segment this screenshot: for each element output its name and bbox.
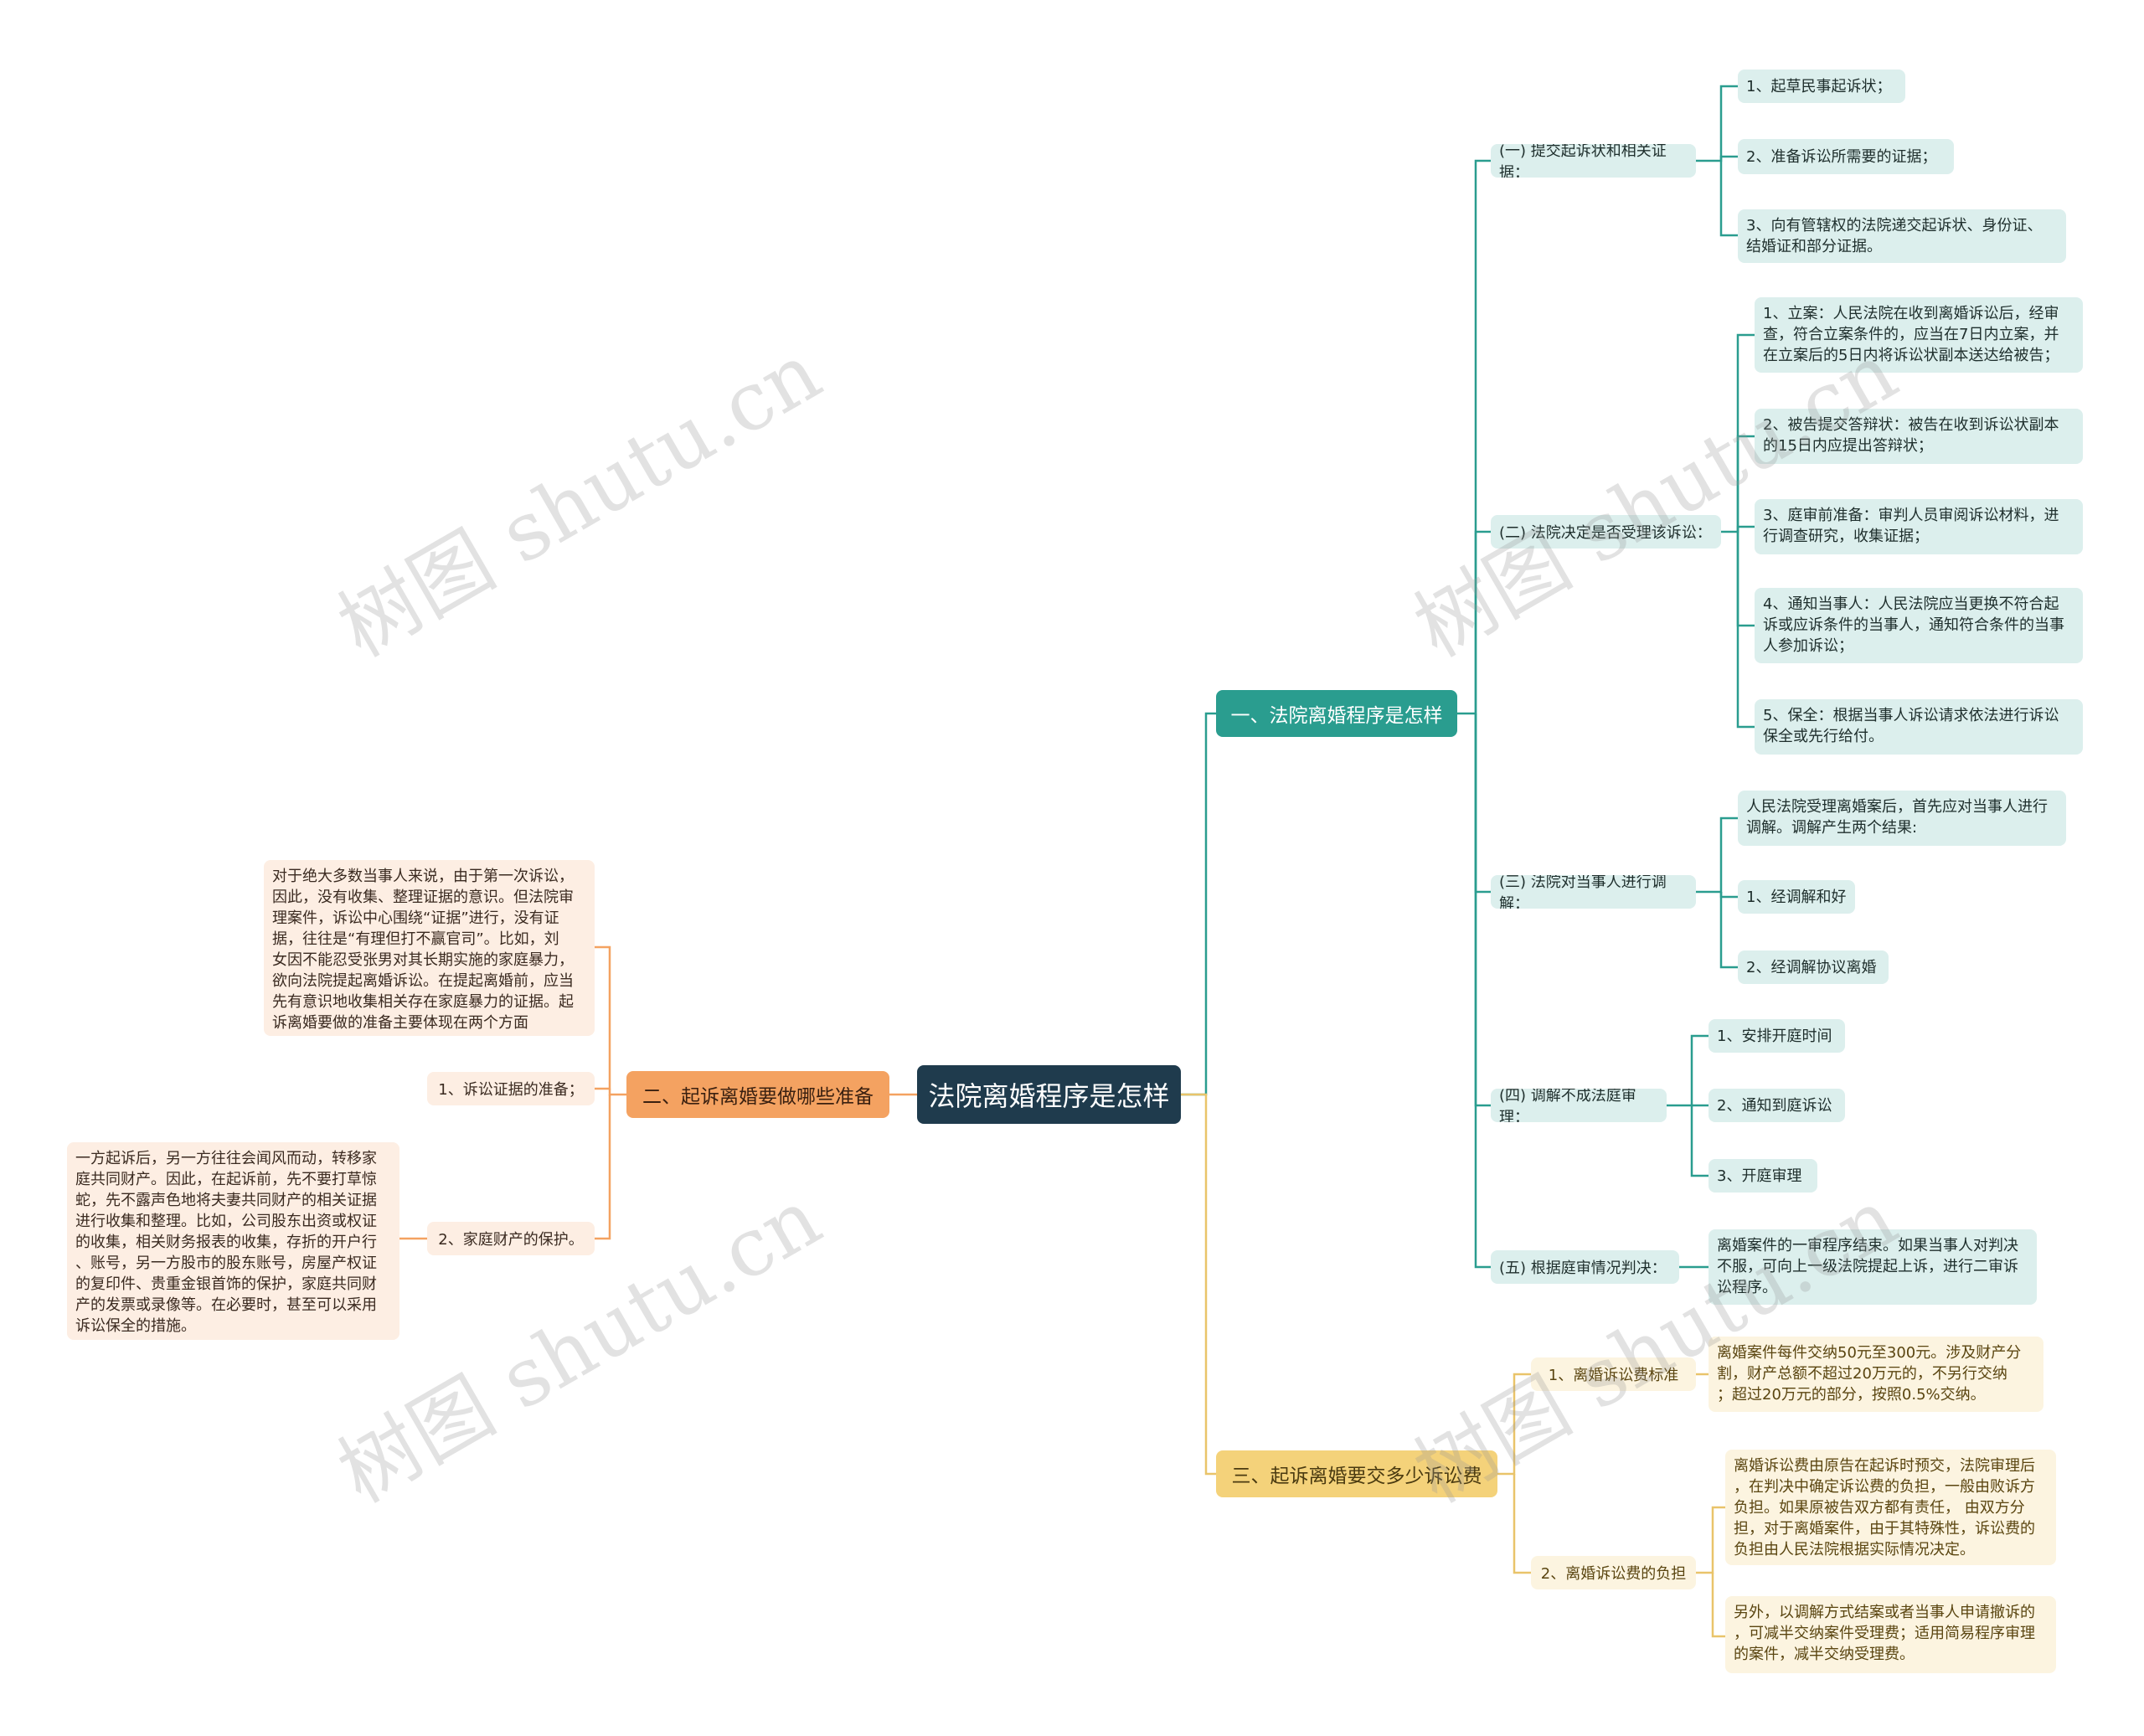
step4-item-1[interactable]: 1、安排开庭时间 <box>1708 1019 1845 1053</box>
step3-item-2[interactable]: 1、经调解和好 <box>1738 880 1855 914</box>
step-mediation[interactable]: (三) 法院对当事人进行调解： <box>1491 875 1696 909</box>
prep-detail-evidence[interactable]: 对于绝大多数当事人来说，由于第一次诉讼， 因此，没有收集、整理证据的意识。但法院… <box>264 860 595 1036</box>
step-trial[interactable]: (四) 调解不成法庭审理： <box>1491 1089 1667 1122</box>
step4-item-2[interactable]: 2、通知到庭诉讼 <box>1708 1089 1845 1122</box>
step2-item-3[interactable]: 3、庭审前准备：审判人员审阅诉讼材料，进 行调查研究，收集证据； <box>1755 499 2083 554</box>
step-submit-complaint[interactable]: (一) 提交起诉状和相关证据： <box>1491 144 1696 178</box>
prep-item-property[interactable]: 2、家庭财产的保护。 <box>427 1222 595 1255</box>
branch-court-procedure[interactable]: 一、法院离婚程序是怎样 <box>1216 690 1457 737</box>
step2-item-4[interactable]: 4、通知当事人：人民法院应当更换不符合起 诉或应诉条件的当事人，通知符合条件的当… <box>1755 588 2083 663</box>
fee-detail-standard[interactable]: 离婚案件每件交纳50元至300元。涉及财产分 割，财产总额不超过20万元的，不另… <box>1708 1337 2044 1412</box>
branch-litigation-fee[interactable]: 三、起诉离婚要交多少诉讼费 <box>1216 1450 1497 1497</box>
root-topic[interactable]: 法院离婚程序是怎样 <box>917 1065 1181 1124</box>
step-court-accept[interactable]: (二) 法院决定是否受理该诉讼： <box>1491 515 1721 549</box>
fee-item-burden[interactable]: 2、离婚诉讼费的负担 <box>1531 1556 1696 1589</box>
fee-item-standard[interactable]: 1、离婚诉讼费标准 <box>1531 1357 1696 1391</box>
step1-item-3[interactable]: 3、向有管辖权的法院递交起诉状、身份证、 结婚证和部分证据。 <box>1738 209 2066 263</box>
step4-item-3[interactable]: 3、开庭审理 <box>1708 1159 1817 1193</box>
step2-item-1[interactable]: 1、立案：人民法院在收到离婚诉讼后，经审 查，符合立案条件的，应当在7日内立案，… <box>1755 297 2083 373</box>
step1-item-1[interactable]: 1、起草民事起诉状； <box>1738 70 1905 103</box>
prep-item-evidence[interactable]: 1、诉讼证据的准备； <box>427 1072 595 1105</box>
prep-detail-property[interactable]: 一方起诉后，另一方往往会闻风而动，转移家 庭共同财产。因此，在起诉前，先不要打草… <box>67 1142 399 1340</box>
step2-item-2[interactable]: 2、被告提交答辩状：被告在收到诉讼状副本 的15日内应提出答辩状； <box>1755 409 2083 464</box>
fee-detail-burden-2[interactable]: 另外，以调解方式结案或者当事人申请撤诉的 ，可减半交纳案件受理费；适用简易程序审… <box>1725 1596 2056 1673</box>
step-judgment[interactable]: (五) 根据庭审情况判决： <box>1491 1250 1679 1284</box>
step3-item-3[interactable]: 2、经调解协议离婚 <box>1738 950 1889 984</box>
fee-detail-burden-1[interactable]: 离婚诉讼费由原告在起诉时预交，法院审理后 ，在判决中确定诉讼费的负担，一般由败诉… <box>1725 1450 2056 1565</box>
step2-item-5[interactable]: 5、保全：根据当事人诉讼请求依法进行诉讼 保全或先行给付。 <box>1755 699 2083 755</box>
branch-preparation[interactable]: 二、起诉离婚要做哪些准备 <box>626 1071 889 1118</box>
step1-item-2[interactable]: 2、准备诉讼所需要的证据； <box>1738 139 1954 174</box>
step3-item-1[interactable]: 人民法院受理离婚案后，首先应对当事人进行 调解。调解产生两个结果: <box>1738 791 2066 846</box>
step5-item-1[interactable]: 离婚案件的一审程序结束。如果当事人对判决 不服，可向上一级法院提起上诉，进行二审… <box>1708 1229 2037 1305</box>
